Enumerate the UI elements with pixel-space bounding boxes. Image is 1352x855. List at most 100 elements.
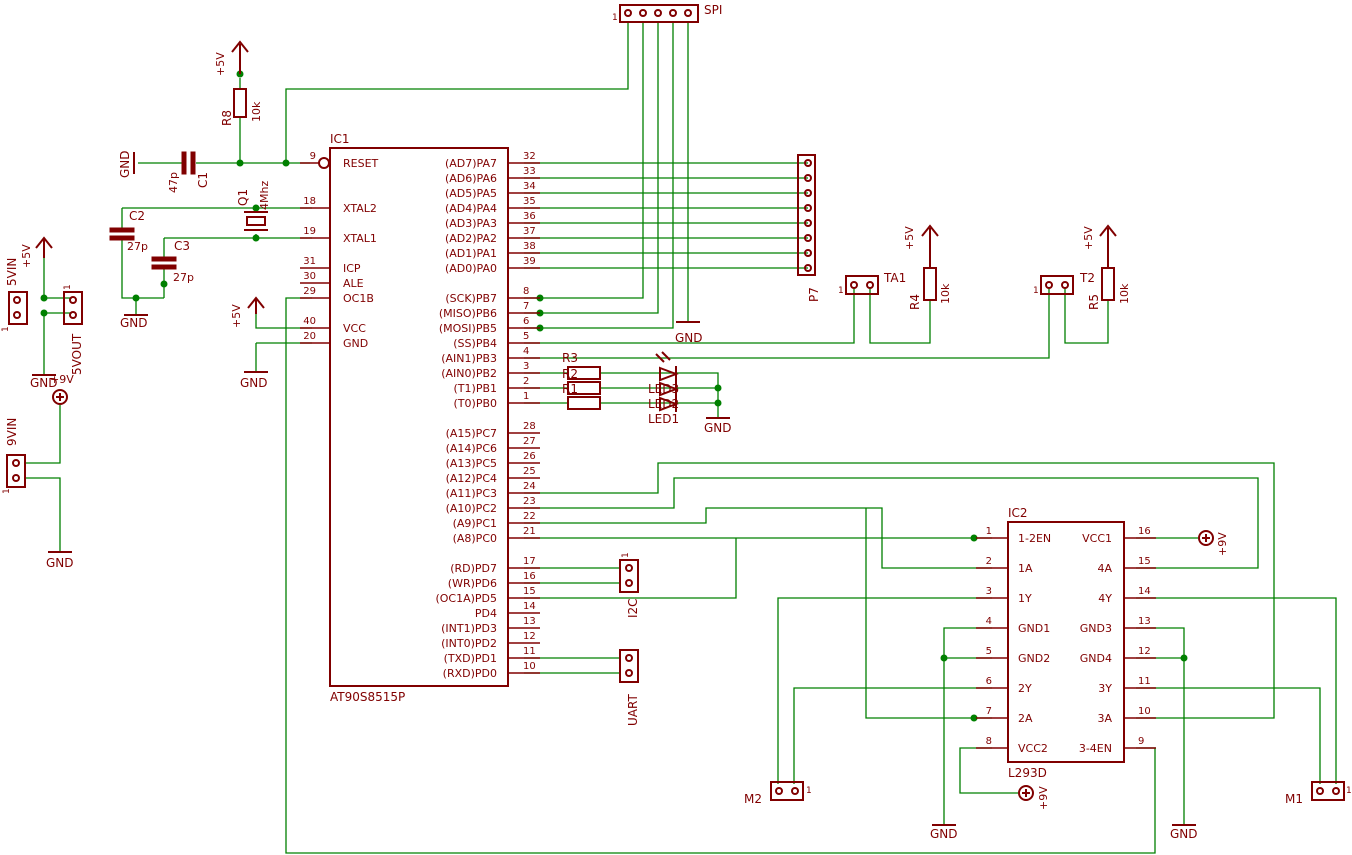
i2c-label: I2C (626, 598, 640, 618)
ic1-pin-label: (INT0)PD2 (441, 637, 497, 650)
r8-label: R8 (220, 110, 234, 126)
ic2-pin-label: VCC1 (1082, 532, 1112, 545)
ic2-pin-label: 3Y (1098, 682, 1112, 695)
vcc2-supply-label: +9V (1037, 786, 1050, 810)
led2-label: LED2 (648, 397, 679, 411)
ic1-pin-number: 36 (523, 211, 536, 222)
q1-value: 4Mhz (258, 181, 271, 210)
ic1-pin-label: (A11)PC3 (446, 487, 497, 500)
ic2-pin-number: 9 (1138, 736, 1144, 747)
ic1-pin-label: (AD5)PA5 (445, 187, 497, 200)
ic1-pin-number: 39 (523, 256, 536, 267)
vin5-supply-symbol: +5V (20, 236, 53, 268)
vcc1-supply-label: +9V (1216, 532, 1229, 556)
m1-label: M1 (1285, 792, 1303, 806)
ic1-pin-number: 9 (310, 151, 316, 162)
vin9-supply-symbol: +9V (50, 373, 74, 405)
wires (24, 22, 1337, 854)
ic1-pin-number: 6 (523, 316, 529, 327)
q1-crystal: Q1 4Mhz (236, 181, 271, 231)
vin5-gnd-symbol: GND (30, 374, 58, 390)
ic1-pin-label: (TXD)PD1 (444, 652, 497, 665)
vin9-jack: 9VIN 1 (2, 418, 26, 494)
m1-connector: M1 1 (1285, 781, 1352, 806)
spi-pin1: 1 (612, 13, 618, 23)
ic1-pin-label: (AD2)PA2 (445, 232, 497, 245)
ic1-pin-number: 15 (523, 586, 536, 597)
ic1-pin-number: 35 (523, 196, 536, 207)
ic1-pin-number: 10 (523, 661, 536, 672)
ic1-pin-label: (AD6)PA6 (445, 172, 497, 185)
ic1-pin-label: (AD1)PA1 (445, 247, 497, 260)
ic1-pin-label: PD4 (475, 607, 497, 620)
r4-value: 10k (939, 283, 952, 304)
ta1-connector: TA1 1 (838, 271, 906, 296)
ic2-pin-number: 2 (986, 556, 992, 567)
ic1-pin-label: XTAL1 (343, 232, 377, 245)
ic1-pin-label: (A8)PC0 (453, 532, 497, 545)
c1-value: 47p (167, 172, 180, 193)
ic1-left-pins: 9RESET18XTAL219XTAL131ICP30ALE29OC1B40VC… (300, 151, 379, 350)
ic2-gnd-left-symbol: GND (930, 824, 958, 841)
ic1-pin-number: 24 (523, 481, 536, 492)
led-gnd-symbol: GND (704, 417, 732, 435)
p7-header: P7 (797, 154, 821, 302)
ic1-pin-number: 27 (523, 436, 536, 447)
ic2-gnd-right-label: GND (1170, 827, 1198, 841)
ic1-pin-number: 1 (523, 391, 529, 402)
r1-label: R1 (562, 382, 578, 396)
ic2-pin-number: 8 (986, 736, 992, 747)
ic1-gnd-symbol: GND (240, 371, 268, 390)
ic2-pin-label: GND1 (1018, 622, 1050, 635)
ic1-pin-number: 19 (303, 226, 316, 237)
vin5-supply-label: +5V (20, 244, 33, 268)
r3-resistor: R3 (562, 351, 601, 380)
c2-capacitor: C2 27p (109, 209, 148, 253)
vin9-label: 9VIN (5, 418, 19, 446)
led3-label: LED3 (648, 382, 679, 396)
ic1-name: IC1 (330, 132, 350, 146)
ic2-pin-number: 1 (986, 526, 992, 537)
ic1-pin-number: 12 (523, 631, 536, 642)
ic2-pin-label: 1A (1018, 562, 1033, 575)
ic1-microcontroller: IC1 AT90S8515P 9RESET18XTAL219XTAL131ICP… (300, 132, 540, 704)
ic2-pin-number: 11 (1138, 676, 1151, 687)
ic2-pin-label: 3A (1097, 712, 1112, 725)
vout5-label: 5VOUT (70, 333, 84, 375)
ic2-motor-driver: IC2 L293D 11-2EN21A31Y4GND15GND262Y72A8V… (976, 506, 1156, 780)
i2c-header: I2C 1 (619, 552, 640, 618)
ic1-pin-label: (A13)PC5 (446, 457, 497, 470)
ic1-pin-label: (A10)PC2 (446, 502, 497, 515)
ic1-right-pins: 32(AD7)PA733(AD6)PA634(AD5)PA535(AD4)PA4… (435, 151, 540, 680)
spi-gnd-symbol: GND (675, 321, 703, 345)
ic2-pin-number: 4 (986, 616, 992, 627)
ic1-vcc-label: +5V (230, 304, 243, 328)
ic1-pin-number: 32 (523, 151, 536, 162)
ic1-pin-label: (A12)PC4 (446, 472, 497, 485)
vin5-label: 5VIN (5, 258, 19, 286)
crystal-gnd-label: GND (120, 316, 148, 330)
ic1-pin-number: 40 (303, 316, 316, 327)
ic1-pin-label: (A14)PC6 (446, 442, 497, 455)
r5-supply-label: +5V (1082, 226, 1095, 250)
ic1-pin-number: 13 (523, 616, 536, 627)
q1-label: Q1 (236, 189, 250, 206)
ic2-pin-number: 16 (1138, 526, 1151, 537)
ic1-pin-number: 8 (523, 286, 529, 297)
ic2-name: IC2 (1008, 506, 1028, 520)
ic1-pin-label: GND (343, 337, 368, 350)
ic1-pin-label: (AIN0)PB2 (441, 367, 497, 380)
t2-pin1: 1 (1033, 286, 1039, 296)
ic1-pin-label: (SCK)PB7 (445, 292, 497, 305)
ic1-pin-label: (WR)PD6 (448, 577, 497, 590)
ic2-gnd-right-symbol: GND (1170, 824, 1198, 841)
ic1-pin-number: 20 (303, 331, 316, 342)
ta1-pin1: 1 (838, 286, 844, 296)
ic1-pin-number: 29 (303, 286, 316, 297)
ic2-gnd-left-label: GND (930, 827, 958, 841)
c1-label: C1 (196, 172, 210, 188)
ic1-pin-number: 2 (523, 376, 529, 387)
ic1-pin-label: ALE (343, 277, 364, 290)
vin9-gnd-label: GND (46, 556, 74, 570)
